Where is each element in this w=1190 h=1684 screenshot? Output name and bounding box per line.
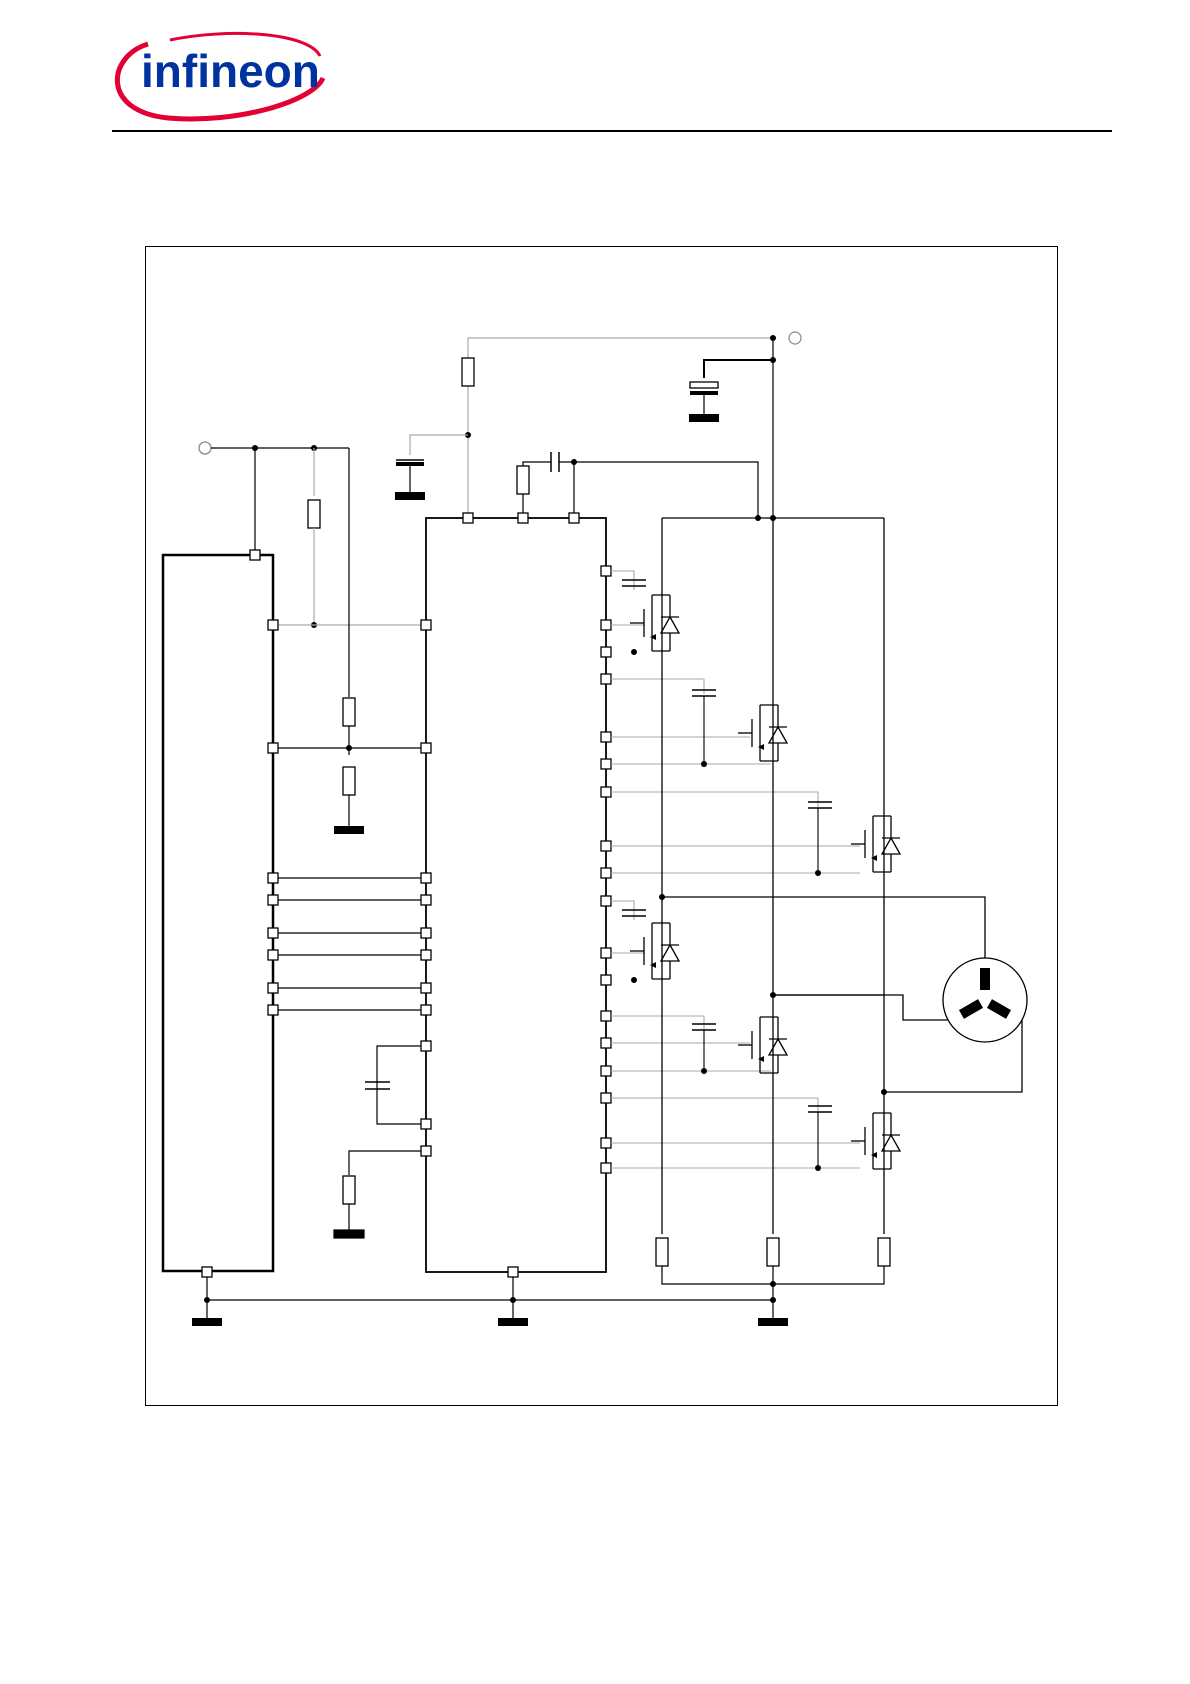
- mosfet-bridge: [629, 594, 901, 1170]
- left-supply-network: [198, 441, 426, 834]
- resistor-icon: [655, 1237, 669, 1267]
- dc-link-supply: [662, 331, 884, 521]
- mcu-pins: [201, 619, 279, 1278]
- resistor-icon: [342, 1175, 356, 1205]
- logo-swoosh-icon: [114, 31, 326, 122]
- electrolytic-capacitor-icon: [689, 381, 719, 389]
- mosfet-icon: [629, 594, 680, 652]
- resistor-icon: [307, 499, 321, 529]
- shunt-network: [206, 1237, 891, 1318]
- ground-icon: [333, 1229, 365, 1239]
- resistor-icon: [516, 465, 530, 495]
- supply-terminal-icon: [788, 331, 802, 345]
- ground-icon: [334, 826, 364, 834]
- ground-icon: [395, 492, 425, 500]
- mosfet-icon: [737, 1016, 788, 1074]
- header-divider: [112, 130, 1112, 132]
- resistor-icon: [461, 357, 475, 387]
- resistor-icon: [342, 697, 356, 727]
- mosfet-icon: [850, 815, 901, 873]
- bootstrap-capacitors: [622, 579, 832, 1168]
- ground-icon: [498, 1318, 528, 1326]
- motor-icon: [942, 957, 1028, 1043]
- resistor-icon: [877, 1237, 891, 1267]
- driver-ic-block: [425, 517, 607, 1273]
- infineon-logo: infineon: [108, 26, 338, 126]
- interface-lines: [278, 877, 421, 1011]
- driver-supply-network: [395, 337, 776, 1278]
- resistor-icon: [342, 766, 356, 796]
- ground-icon: [758, 1318, 788, 1326]
- ground-icon: [689, 414, 719, 422]
- power-rails: [661, 518, 1023, 1234]
- gate-drive-lines: [611, 570, 860, 1169]
- supply-terminal-icon: [198, 441, 212, 455]
- mosfet-icon: [629, 922, 680, 980]
- microcontroller-block: [161, 553, 275, 1273]
- resistor-icon: [766, 1237, 780, 1267]
- logo-wordmark: infineon: [141, 45, 320, 97]
- mosfet-icon: [850, 1112, 901, 1170]
- ground-icon: [192, 1318, 222, 1326]
- mosfet-icon: [737, 704, 788, 762]
- driver-aux-components: [333, 1045, 421, 1239]
- schematic-frame: [145, 246, 1058, 1406]
